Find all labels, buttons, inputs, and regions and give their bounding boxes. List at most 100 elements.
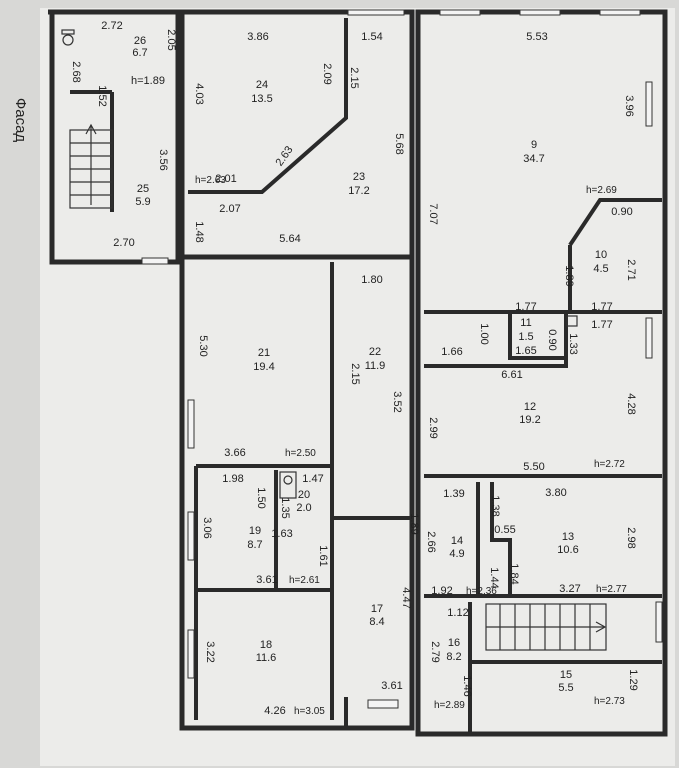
svg-text:3.66: 3.66 [224, 447, 245, 459]
svg-text:1.50: 1.50 [255, 487, 267, 508]
svg-text:h=2.63: h=2.63 [195, 175, 226, 186]
svg-text:10.6: 10.6 [557, 544, 578, 556]
svg-text:1.61: 1.61 [317, 545, 329, 566]
svg-text:14: 14 [451, 535, 463, 547]
svg-text:h=2.73: h=2.73 [594, 696, 625, 707]
svg-text:5.50: 5.50 [523, 461, 544, 473]
svg-text:1.33: 1.33 [567, 333, 579, 354]
svg-text:1.38: 1.38 [489, 495, 501, 516]
svg-text:19: 19 [249, 525, 261, 537]
room-14: 144.9 [449, 535, 464, 560]
svg-text:10: 10 [595, 249, 607, 261]
shaft-icon [566, 315, 578, 327]
svg-text:1.77: 1.77 [591, 319, 612, 331]
toilet-icon [279, 471, 297, 499]
room-20: 202.0 [296, 489, 311, 514]
svg-text:1.44: 1.44 [488, 567, 500, 588]
svg-text:1.12: 1.12 [447, 607, 468, 619]
room-10: 104.5 [593, 249, 608, 275]
svg-text:19.4: 19.4 [253, 361, 274, 373]
interior-walls [70, 18, 662, 734]
svg-text:8.4: 8.4 [369, 616, 384, 628]
svg-text:2.72: 2.72 [101, 20, 122, 32]
svg-text:20: 20 [298, 489, 310, 501]
svg-text:4.03: 4.03 [193, 83, 205, 104]
svg-text:1.84: 1.84 [508, 563, 520, 584]
svg-text:1.77: 1.77 [591, 301, 612, 313]
svg-text:17.2: 17.2 [348, 185, 369, 197]
stairs-right [485, 603, 607, 651]
height-labels: h=2.63 h=2.69 h=2.72 h=2.50 h=2.61 h=2.3… [195, 175, 627, 717]
svg-text:26: 26 [134, 35, 146, 47]
svg-text:3.80: 3.80 [545, 487, 566, 499]
svg-text:1.5: 1.5 [518, 331, 533, 343]
svg-text:21: 21 [258, 347, 270, 359]
svg-text:5.9: 5.9 [135, 196, 150, 208]
svg-text:8.2: 8.2 [446, 651, 461, 663]
svg-text:2.07: 2.07 [219, 203, 240, 215]
stairs-left [69, 123, 113, 209]
svg-text:h=2.72: h=2.72 [594, 459, 625, 470]
svg-text:1.98: 1.98 [222, 473, 243, 485]
svg-text:2.15: 2.15 [349, 363, 361, 384]
svg-text:0.55: 0.55 [494, 524, 515, 536]
svg-text:2.66: 2.66 [425, 531, 437, 552]
svg-text:3.96: 3.96 [623, 95, 635, 116]
svg-text:11.9: 11.9 [365, 360, 386, 372]
svg-text:h=2.61: h=2.61 [289, 575, 320, 586]
toilet-icon [61, 29, 75, 46]
svg-text:2.15: 2.15 [348, 67, 360, 88]
svg-text:11.6: 11.6 [256, 652, 277, 664]
svg-text:2.09: 2.09 [321, 63, 333, 84]
room-16: 168.2 [446, 637, 461, 663]
svg-text:3.06: 3.06 [201, 517, 213, 538]
svg-text:0.90: 0.90 [611, 206, 632, 218]
svg-text:6.61: 6.61 [501, 369, 522, 381]
svg-text:12: 12 [524, 401, 536, 413]
svg-text:h=1.89: h=1.89 [131, 75, 165, 87]
svg-text:8.7: 8.7 [247, 539, 262, 551]
svg-text:25: 25 [137, 183, 149, 195]
svg-text:2.05: 2.05 [165, 29, 177, 50]
svg-text:19.2: 19.2 [519, 414, 540, 426]
svg-text:2.99: 2.99 [427, 417, 439, 438]
svg-text:22: 22 [369, 346, 381, 358]
svg-text:34.7: 34.7 [523, 153, 544, 165]
svg-text:17: 17 [371, 603, 383, 615]
svg-text:1.48: 1.48 [193, 221, 205, 242]
svg-text:7.07: 7.07 [427, 203, 439, 224]
svg-text:15: 15 [560, 669, 572, 681]
svg-text:3.56: 3.56 [157, 149, 169, 170]
svg-text:3.52: 3.52 [391, 391, 403, 412]
svg-text:1.63: 1.63 [271, 528, 292, 540]
svg-text:h=2.77: h=2.77 [596, 584, 627, 595]
svg-text:1.54: 1.54 [361, 31, 382, 43]
svg-text:h=3.05: h=3.05 [294, 706, 325, 717]
svg-text:1.35: 1.35 [279, 497, 291, 518]
room-25: 255.9 [135, 183, 150, 208]
svg-text:1.65: 1.65 [515, 345, 536, 357]
svg-text:1.89: 1.89 [408, 513, 420, 534]
svg-text:2.79: 2.79 [429, 641, 441, 662]
room-17: 178.4 [369, 603, 384, 628]
svg-text:1.92: 1.92 [431, 585, 452, 597]
svg-text:5.53: 5.53 [526, 31, 547, 43]
svg-text:0.90: 0.90 [546, 329, 558, 350]
room-21: 21 19.4 [253, 347, 274, 373]
room-11: 111.5 [518, 317, 533, 343]
svg-text:1.80: 1.80 [361, 274, 382, 286]
svg-text:4.28: 4.28 [625, 393, 637, 414]
paper [40, 8, 675, 766]
svg-text:23: 23 [353, 171, 365, 183]
svg-text:16: 16 [448, 637, 460, 649]
svg-text:1.89: 1.89 [563, 265, 575, 286]
svg-text:18: 18 [260, 639, 272, 651]
svg-text:13.5: 13.5 [251, 93, 272, 105]
svg-text:3.86: 3.86 [247, 31, 268, 43]
svg-text:5.5: 5.5 [558, 682, 573, 694]
svg-text:4.47: 4.47 [400, 587, 412, 608]
